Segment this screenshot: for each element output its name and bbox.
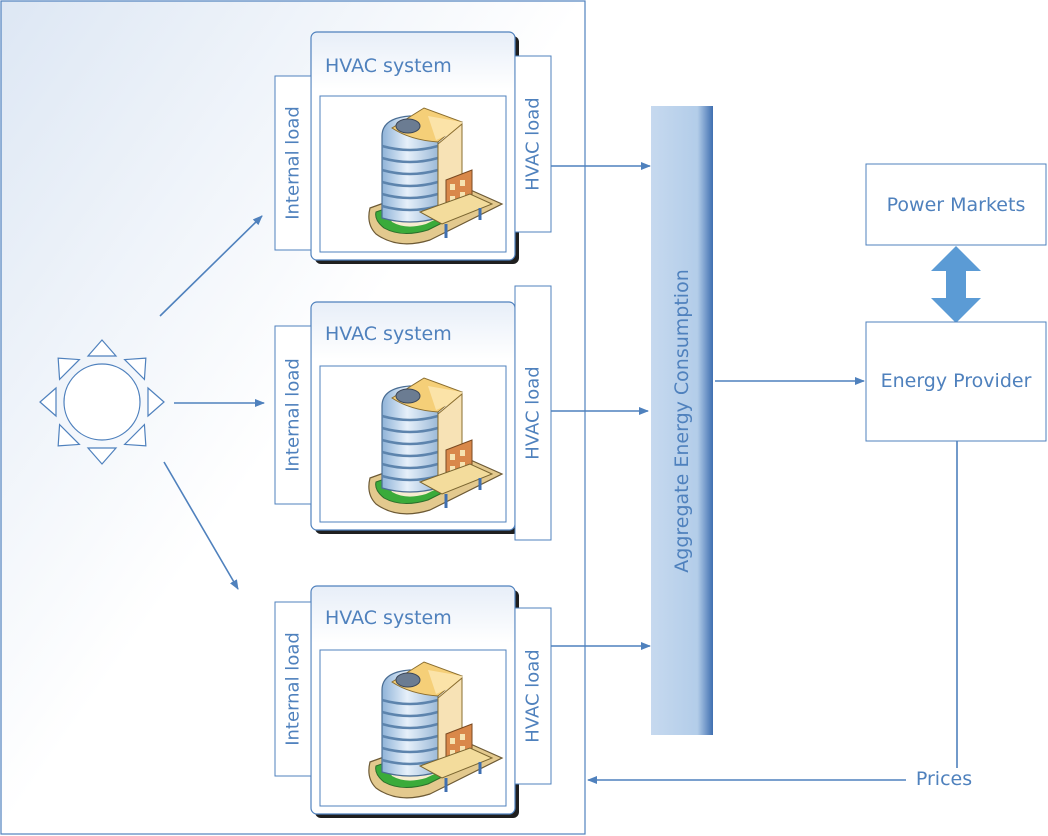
internal-load-label-3: Internal load [283,632,304,746]
internal-load-label-1: Internal load [283,106,304,220]
hvac-system-title-3: HVAC system [325,607,452,629]
hvac-load-label-3: HVAC load [523,649,544,742]
internal-load-box-3 [274,601,312,777]
hvac-system-title-2: HVAC system [325,323,452,345]
sun-to-building-3-arrow [163,461,239,590]
hvac-load-label-2: HVAC load [523,366,544,459]
building-2: HVAC system Internal load HVAC load [274,285,552,541]
sun-to-building-1-arrow [159,215,263,317]
hvac-load-box-1 [514,55,552,233]
power-markets-label: Power Markets [887,194,1026,216]
building-1: HVAC system Internal load HVAC load [274,31,552,264]
power-markets-box [865,163,1047,246]
aggregate-energy-bar [651,106,713,735]
aggregate-energy-label: Aggregate Energy Consumption [671,269,693,572]
prices-label: Prices [916,768,972,790]
hvac-load-label-1: HVAC load [523,97,544,190]
hvac-system-title-1: HVAC system [325,55,452,77]
building-3: HVAC system Internal load HVAC load [274,585,552,818]
energy-provider-label: Energy Provider [881,370,1032,392]
internal-load-label-2: Internal load [283,358,304,472]
sun-icon [39,339,165,465]
hvac-load-box-2 [514,285,552,541]
hvac-load-box-3 [514,607,552,785]
internal-load-box-2 [274,325,312,505]
internal-load-box-1 [274,75,312,251]
markets-provider-double-arrow [931,246,981,323]
energy-provider-box [865,321,1047,442]
